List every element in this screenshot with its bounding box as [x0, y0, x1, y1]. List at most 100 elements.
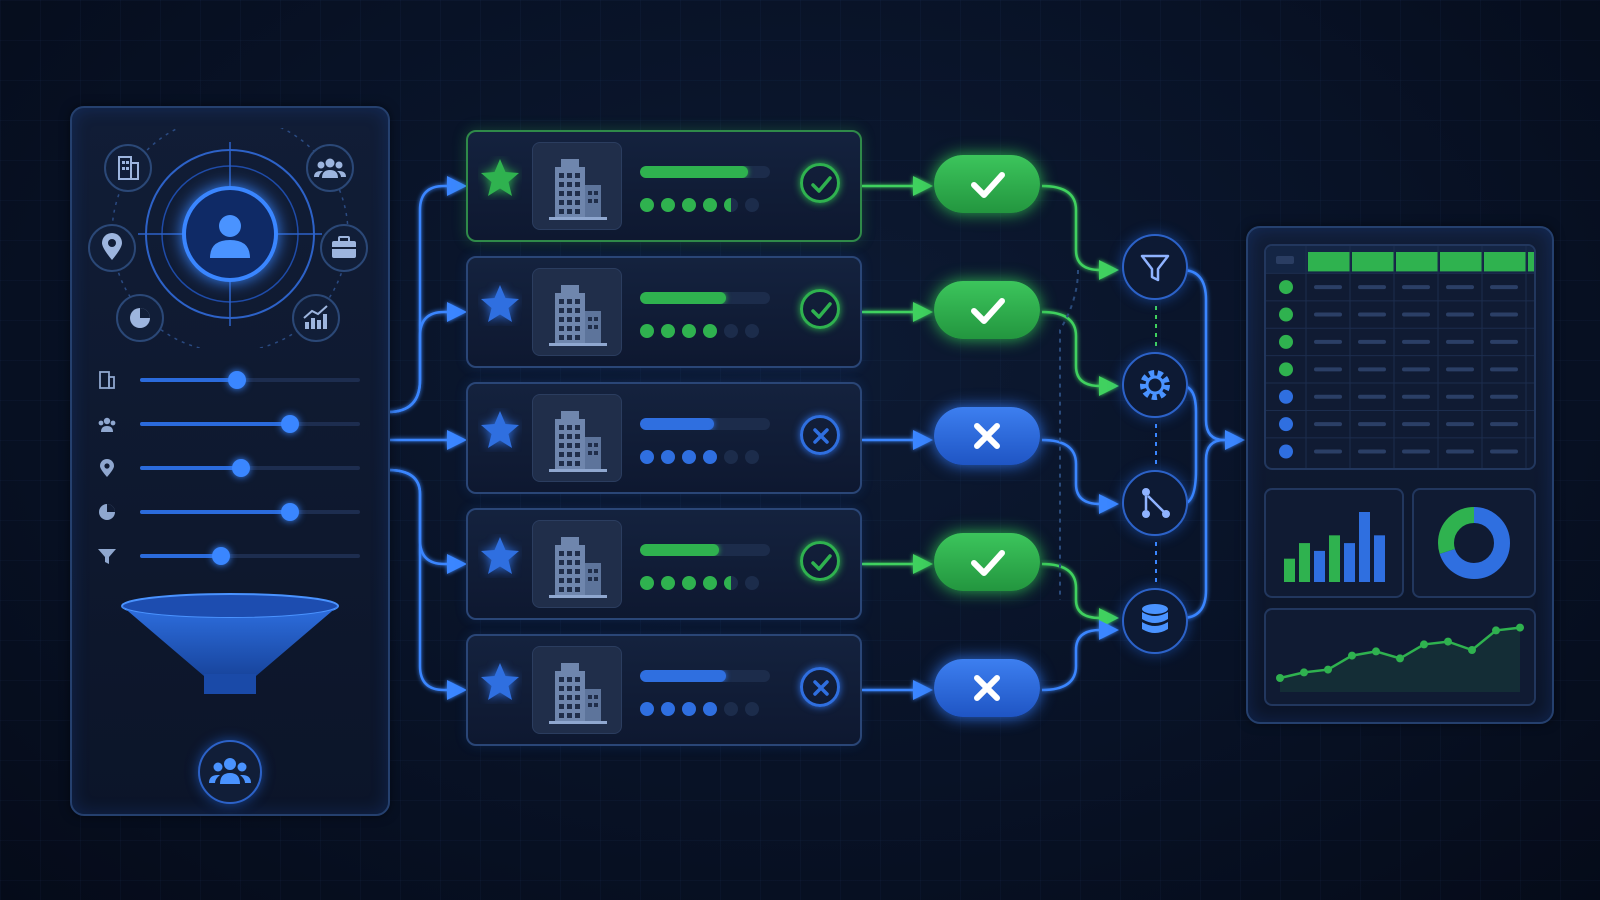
table-cell [1402, 339, 1430, 344]
line-point [1324, 665, 1332, 674]
table-cell [1314, 449, 1342, 454]
rating-dot [661, 702, 675, 716]
criteria-slider[interactable] [96, 368, 366, 392]
table-cell [1358, 285, 1386, 290]
line-point [1276, 674, 1284, 682]
table-cell [1446, 285, 1474, 290]
criteria-slider[interactable] [96, 412, 366, 436]
table-cell [1314, 394, 1342, 399]
line-point [1348, 651, 1356, 660]
table-cell [1314, 285, 1342, 290]
check-circle-icon [800, 541, 840, 581]
approve-button[interactable] [934, 155, 1040, 213]
check-icon [971, 298, 1005, 324]
building-icon [532, 520, 622, 608]
table-cell [1314, 422, 1342, 427]
filter-panel [70, 106, 390, 816]
check-icon [971, 172, 1005, 198]
reject-button[interactable] [934, 407, 1040, 465]
table-header-cell [1396, 252, 1438, 272]
candidate-card[interactable] [466, 130, 862, 242]
rating-dot [640, 702, 654, 716]
rating-dot [682, 576, 696, 590]
slider-handle[interactable] [227, 371, 246, 389]
table-cell [1402, 422, 1430, 427]
slider-handle[interactable] [280, 503, 299, 521]
building-icon [99, 371, 115, 389]
score-bar [640, 292, 770, 304]
slider-track[interactable] [140, 378, 360, 382]
rating-dot [724, 450, 738, 464]
group-icon [198, 740, 262, 804]
candidate-card[interactable] [466, 508, 862, 620]
table-cell [1358, 312, 1386, 317]
slider-track[interactable] [140, 510, 360, 514]
row-marker [1279, 389, 1293, 404]
reject-button[interactable] [934, 659, 1040, 717]
branch-node[interactable] [1122, 470, 1188, 536]
filter-icon [98, 549, 116, 564]
table-cell [1490, 422, 1518, 427]
candidate-card[interactable] [466, 256, 862, 368]
rating-dot [682, 324, 696, 338]
check-circle-icon [800, 163, 840, 203]
database-icon [1142, 604, 1168, 633]
rank-star-icon [478, 534, 522, 578]
rating-dots [640, 324, 759, 338]
database-node[interactable] [1122, 588, 1188, 654]
rating-dot [745, 576, 759, 590]
group-icon [306, 144, 354, 192]
filter-node[interactable] [1122, 234, 1188, 300]
table-header-cell [1528, 252, 1534, 272]
building-icon [104, 144, 152, 192]
rating-dot [724, 702, 738, 716]
bar [1374, 535, 1385, 582]
slider-handle[interactable] [280, 415, 299, 433]
table-cell [1402, 394, 1430, 399]
row-marker [1279, 444, 1293, 459]
criteria-slider[interactable] [96, 456, 366, 480]
table-cell [1358, 339, 1386, 344]
rating-dot [724, 198, 738, 212]
x-circle-icon [800, 667, 840, 707]
slider-track[interactable] [140, 422, 360, 426]
criteria-slider[interactable] [96, 544, 366, 568]
rating-dots [640, 450, 759, 464]
table-cell [1402, 367, 1430, 372]
table-cell [1490, 285, 1518, 290]
rating-dot [745, 198, 759, 212]
check-icon [971, 550, 1005, 576]
table-cell [1402, 312, 1430, 317]
table-cell [1314, 367, 1342, 372]
criteria-slider[interactable] [96, 500, 366, 524]
user-icon [202, 208, 258, 264]
table-cell [1314, 312, 1342, 317]
table-header-cell [1308, 252, 1350, 272]
score-bar [640, 418, 770, 430]
table-cell [1490, 449, 1518, 454]
slider-handle[interactable] [232, 459, 251, 477]
rating-dot [661, 576, 675, 590]
approve-button[interactable] [934, 281, 1040, 339]
slider-track[interactable] [140, 554, 360, 558]
location-icon [100, 459, 114, 477]
gear-node[interactable] [1122, 352, 1188, 418]
slider-handle[interactable] [212, 547, 231, 565]
table-cell [1358, 449, 1386, 454]
candidate-card[interactable] [466, 382, 862, 494]
rating-dot [745, 702, 759, 716]
growth-chart-icon [292, 294, 340, 342]
filter-icon [1140, 254, 1170, 282]
candidate-card[interactable] [466, 634, 862, 746]
building-icon [532, 394, 622, 482]
table-cell [1358, 367, 1386, 372]
building-icon [532, 142, 622, 230]
table-cell [1314, 339, 1342, 344]
score-bar [640, 544, 770, 556]
line-point [1420, 640, 1428, 649]
table-cell [1446, 449, 1474, 454]
table-cell [1490, 394, 1518, 399]
building-icon [532, 268, 622, 356]
approve-button[interactable] [934, 533, 1040, 591]
rating-dot [640, 576, 654, 590]
